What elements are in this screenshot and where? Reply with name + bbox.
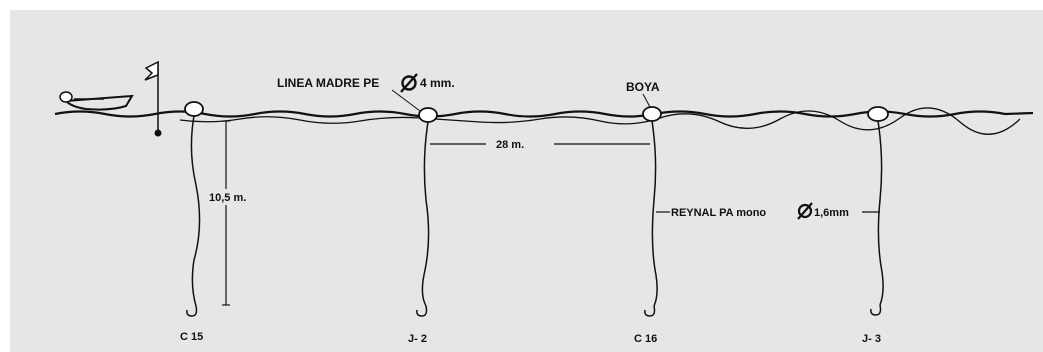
- sea-surface-line: [54, 107, 1034, 135]
- branch-line: [421, 121, 430, 307]
- depth-label: 10,5 m.: [209, 192, 246, 204]
- branch-line-diameter: 1,6mm: [814, 207, 849, 219]
- main-line-pointer: [391, 89, 421, 112]
- station-label-j2: J- 2: [408, 333, 427, 345]
- station-label-c16: C 16: [634, 333, 657, 345]
- depth-label-bg: [206, 189, 256, 205]
- hook-icon: [870, 304, 882, 316]
- main-line-label-text: LINEA MADRE PE: [277, 76, 379, 90]
- buoy-pointer: [642, 93, 651, 108]
- boat-icon: [59, 91, 134, 111]
- station-label-j3: J- 3: [862, 333, 881, 345]
- buoy-label: BOYA: [626, 80, 660, 94]
- station-label-c15: C 15: [180, 331, 203, 343]
- main-line-label: LINEA MADRE PE 4 mm.: [277, 73, 455, 112]
- branch-line: [877, 120, 884, 306]
- hook-icon: [416, 305, 428, 317]
- spacing-label: 28 m.: [496, 139, 524, 151]
- hook-icon: [186, 305, 198, 317]
- flag-icon: [144, 60, 162, 137]
- buoy-icon: [418, 107, 438, 123]
- branch-line-label-text: REYNAL PA mono: [671, 207, 766, 219]
- hook-icon: [644, 305, 656, 317]
- branch-line-label: REYNAL PA mono 1,6mm: [656, 202, 880, 220]
- buoy-icon: [642, 106, 662, 122]
- branch-line: [190, 115, 201, 307]
- buoy-icon: [867, 106, 889, 122]
- branch-line: [651, 120, 658, 307]
- diameter-symbol-icon: [400, 73, 418, 93]
- diagram-panel: [10, 10, 1043, 352]
- diameter-symbol-icon: [797, 202, 813, 220]
- depth-dimension-line: [222, 120, 230, 306]
- main-line-diameter: 4 mm.: [420, 76, 455, 90]
- buoy-icon: [184, 101, 204, 117]
